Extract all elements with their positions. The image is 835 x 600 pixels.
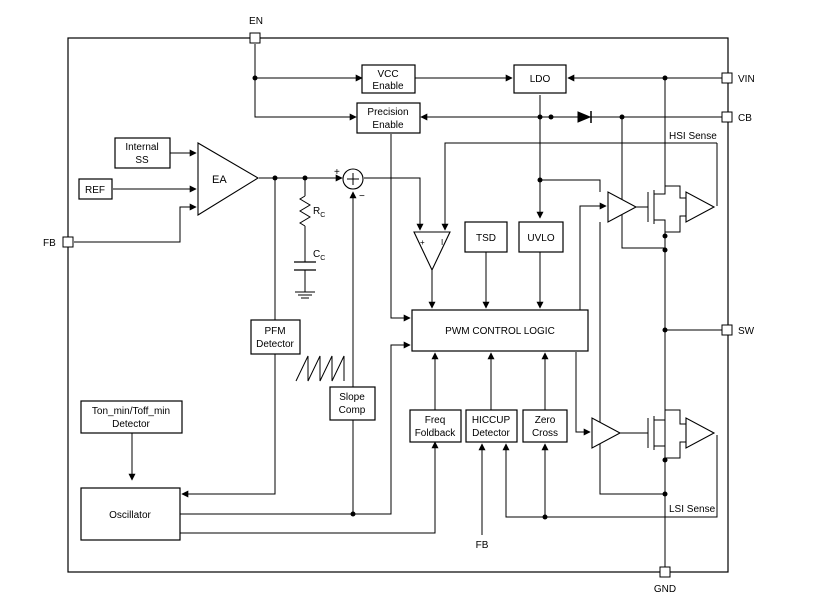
pwm-control-logic-block: PWM CONTROL LOGIC <box>411 309 589 352</box>
svg-text:Cross: Cross <box>532 428 558 439</box>
svg-text:TSD: TSD <box>476 233 496 244</box>
hiccup-detector-block: HICCUP Detector <box>465 409 518 443</box>
svg-text:VCC: VCC <box>377 69 398 80</box>
svg-text:VIN: VIN <box>738 74 755 85</box>
pfm-detector-block: PFM Detector <box>250 319 301 355</box>
error-amplifier <box>197 142 260 216</box>
svg-text:Comp: Comp <box>339 405 366 416</box>
pin-fb: FB <box>43 236 74 249</box>
svg-text:FB: FB <box>43 238 56 249</box>
svg-text:Enable: Enable <box>372 120 404 131</box>
bootstrap-diode <box>577 111 592 123</box>
slope-comp-block: Slope Comp <box>329 386 376 421</box>
svg-text:SW: SW <box>738 326 755 337</box>
chip-outline <box>67 37 729 573</box>
svg-text:Oscillator: Oscillator <box>109 510 151 521</box>
low-side-fet <box>620 416 665 450</box>
pin-gnd: GND <box>654 566 676 595</box>
freq-foldback-block: Freq Foldback <box>409 409 462 443</box>
hsi-sense-label: HSI Sense <box>669 131 717 142</box>
hsi-sense-amplifier <box>685 191 716 223</box>
svg-text:PWM CONTROL LOGIC: PWM CONTROL LOGIC <box>445 326 555 337</box>
svg-text:Detector: Detector <box>472 428 510 439</box>
svg-text:REF: REF <box>85 185 105 196</box>
fb-bottom-label: FB <box>476 540 489 551</box>
pin-vin: VIN <box>721 72 755 85</box>
ton-toff-detector-block: Ton_min/Toff_min Detector <box>80 400 183 434</box>
ldo-block: LDO <box>513 64 567 94</box>
pin-en: EN <box>249 16 263 44</box>
svg-text:LDO: LDO <box>530 74 551 85</box>
ground-symbol <box>295 291 315 299</box>
comparator-plus-label: + <box>420 238 425 247</box>
svg-text:EN: EN <box>249 16 263 27</box>
uvlo-block: UVLO <box>518 221 564 253</box>
rc-label: RC <box>313 206 325 219</box>
lsi-sense-amplifier <box>685 417 716 449</box>
svg-text:Precision: Precision <box>367 107 408 118</box>
tsd-block: TSD <box>464 221 508 253</box>
svg-text:UVLO: UVLO <box>527 233 554 244</box>
svg-text:GND: GND <box>654 584 676 595</box>
pwm-comparator <box>413 231 451 272</box>
cc-label: CC <box>313 249 325 262</box>
svg-text:SS: SS <box>135 155 149 166</box>
pin-sw: SW <box>721 324 755 337</box>
svg-text:Foldback: Foldback <box>415 428 457 439</box>
resistor-rc <box>299 195 311 227</box>
svg-text:Detector: Detector <box>256 339 294 350</box>
sum-minus-label: − <box>359 191 365 202</box>
ea-label: EA <box>212 174 227 186</box>
comparator-minus-label: I <box>441 238 443 247</box>
internal-ss-block: Internal SS <box>114 137 171 169</box>
high-side-gate-driver <box>607 191 638 223</box>
svg-text:Enable: Enable <box>372 81 404 92</box>
ref-block: REF <box>78 178 113 200</box>
svg-text:Slope: Slope <box>339 392 365 403</box>
svg-text:HICCUP: HICCUP <box>472 415 511 426</box>
svg-text:CB: CB <box>738 113 752 124</box>
junction-dots <box>252 75 668 520</box>
svg-text:Freq: Freq <box>425 415 446 426</box>
pin-cb: CB <box>721 111 752 124</box>
low-side-gate-driver <box>591 417 622 449</box>
zero-cross-block: Zero Cross <box>522 409 568 443</box>
svg-text:PFM: PFM <box>264 326 285 337</box>
sum-plus-label: + <box>334 167 340 178</box>
oscillator-block: Oscillator <box>80 487 181 541</box>
vcc-enable-block: VCC Enable <box>361 64 416 94</box>
svg-text:Zero: Zero <box>535 415 556 426</box>
svg-text:Ton_min/Toff_min: Ton_min/Toff_min <box>92 406 170 417</box>
wires <box>74 44 722 568</box>
high-side-fet <box>636 186 666 248</box>
svg-text:Internal: Internal <box>125 142 158 153</box>
precision-enable-block: Precision Enable <box>356 102 421 134</box>
summing-junction <box>342 168 364 190</box>
svg-text:Detector: Detector <box>112 419 150 430</box>
sawtooth-icon <box>295 355 345 382</box>
capacitor-cc <box>294 261 316 271</box>
lsi-sense-label: LSI Sense <box>669 504 716 515</box>
